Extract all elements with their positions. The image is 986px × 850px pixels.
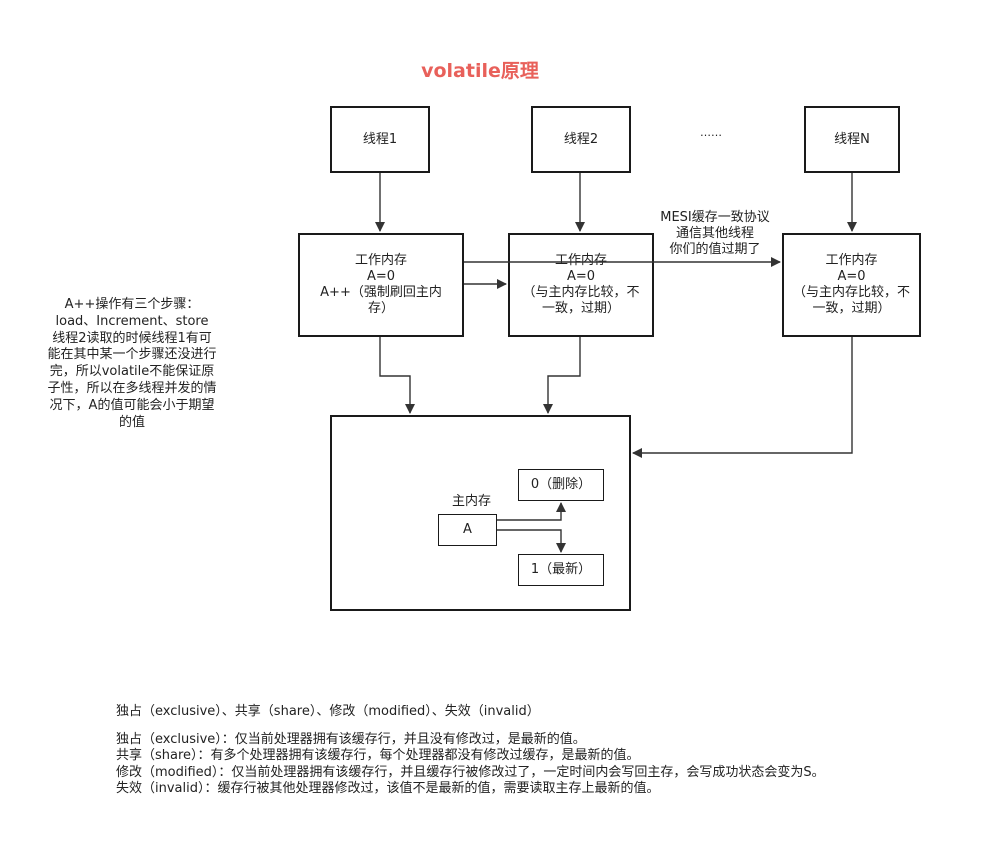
main-memory-var-box: A (438, 514, 497, 546)
legend-line-invalid: 失效（invalid）：缓存行被其他处理器修改过，该值不是最新的值，需要读取主存… (116, 780, 660, 796)
diagram-title: volatile原理 (421, 60, 539, 82)
work-memory-n-line: A=0 (837, 269, 866, 284)
work-memory-1-line: 存） (367, 301, 394, 316)
arrow-work1-main (379, 337, 415, 414)
side-note: A++操作有三个步骤： load、Increment、store 线程2读取的时… (47, 297, 217, 430)
legend-line-exclusive: 独占（exclusive）：仅当前处理器拥有该缓存行，并且没有修改过，是最新的值… (116, 732, 586, 747)
work-memory-2-line: A=0 (566, 269, 596, 284)
thread-2-box: 线程2 (531, 106, 631, 173)
work-memory-n-box: 工作内存 A=0 （与主内存比较，不 一致，过期） (782, 233, 921, 337)
thread-1-box: 线程1 (330, 106, 430, 173)
legend-line-share: 共享（share）：有多个处理器拥有该缓存行，每个处理器都没有修改过缓存，是最新… (116, 748, 640, 764)
work-memory-1-line: A=0 (366, 269, 396, 284)
thread-n-box: 线程N (804, 106, 900, 173)
work-memory-1-line: A++（强制刷回主内 (320, 285, 442, 300)
main-memory-label: 主内存 (452, 494, 492, 509)
arrow-var-old (497, 502, 566, 521)
work-memory-2-line: （与主内存比较，不 (522, 285, 640, 300)
main-memory-var-label: A (463, 522, 472, 537)
thread-1-label: 线程1 (362, 131, 398, 147)
old-value-box: 0（删除） (518, 469, 604, 501)
new-value-label: 1（最新） (530, 562, 592, 577)
work-memory-1-box: 工作内存 A=0 A++（强制刷回主内 存） (298, 233, 464, 337)
work-memory-n-line: 一致，过期） (812, 301, 891, 316)
old-value-label: 0（删除） (530, 477, 592, 492)
mesi-note: MESI缓存一致协议 通信其他线程 你们的值过期了 (640, 210, 790, 258)
work-memory-n-line: 工作内存 (825, 253, 878, 268)
thread-2-label: 线程2 (563, 131, 599, 147)
work-memory-2-line: 工作内存 (554, 253, 607, 268)
mesi-note-line: 通信其他线程 (675, 226, 754, 241)
mesi-note-line: 你们的值过期了 (669, 242, 761, 257)
arrow-work2-main (543, 337, 581, 414)
work-memory-2-line: 一致，过期） (541, 301, 620, 316)
legend-line-modified: 修改（modified）：仅当前处理器拥有该缓存行，并且缓存行被修改过了，一定时… (116, 764, 825, 780)
legend-heading: 独占（exclusive）、共享（share）、修改（modified）、失效（… (116, 704, 540, 719)
new-value-box: 1（最新） (518, 554, 604, 586)
arrow-workn-main (632, 337, 853, 458)
legend-list: 独占（exclusive）：仅当前处理器拥有该缓存行，并且没有修改过，是最新的值… (116, 732, 825, 797)
mesi-note-line: MESI缓存一致协议 (660, 210, 770, 225)
arrow-var-new (497, 529, 566, 553)
work-memory-1-line: 工作内存 (354, 253, 407, 268)
thread-n-label: 线程N (834, 131, 870, 147)
ellipsis-text: …… (700, 126, 722, 139)
work-memory-n-line: （与主内存比较，不 (792, 285, 910, 300)
work-memory-2-box: 工作内存 A=0 （与主内存比较，不 一致，过期） (508, 233, 654, 337)
